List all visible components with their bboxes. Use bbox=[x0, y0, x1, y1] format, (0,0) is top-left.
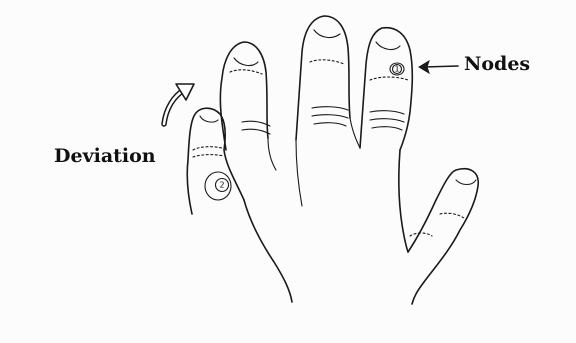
nodes-label: Nodes bbox=[464, 55, 530, 74]
ring-finger bbox=[220, 42, 270, 150]
node-bulge-2 bbox=[205, 172, 231, 200]
deviation-label: Deviation bbox=[54, 147, 156, 166]
little-finger bbox=[187, 108, 244, 214]
left-arrow-icon bbox=[419, 61, 458, 73]
node-marker-1: 1 bbox=[393, 65, 402, 74]
palm bbox=[244, 118, 424, 304]
thumb bbox=[408, 169, 478, 282]
middle-finger bbox=[296, 16, 350, 140]
node-number-2: 2 bbox=[219, 181, 224, 190]
node-marker-2: 2 bbox=[216, 179, 229, 192]
node-number-1: 1 bbox=[394, 65, 399, 74]
curved-arrow-icon bbox=[164, 84, 194, 124]
index-finger bbox=[360, 28, 412, 150]
